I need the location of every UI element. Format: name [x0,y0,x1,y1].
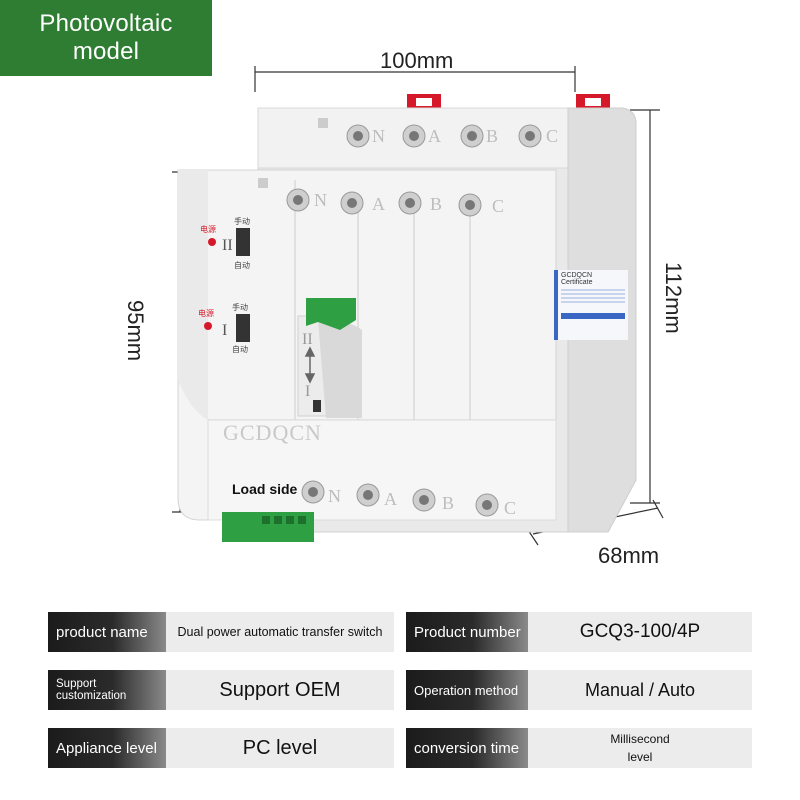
spec-value: GCQ3-100/4P [528,612,752,652]
front-height-dimension: 95mm [123,300,148,362]
depth-dimension: 68mm [598,543,660,568]
svg-text:N: N [328,486,341,506]
svg-text:N: N [314,190,327,210]
spec-label: Support customization [48,670,166,710]
width-dimension: 100mm [380,48,454,73]
front-terminal-row [286,188,482,217]
model-badge: Photovoltaic model [0,0,212,76]
load-side-label: Load side [232,481,298,497]
indicator-upper [208,238,216,246]
spec-value: Manual / Auto [528,670,752,710]
device-brand: GCDQCN [223,420,322,445]
upper-terminal-row [346,124,542,148]
cert-header: GCDQCN [561,272,593,279]
svg-text:A: A [428,126,441,146]
cert-title: Certificate [561,279,593,286]
svg-text:电源: 电源 [200,224,216,234]
svg-text:手动: 手动 [234,216,250,226]
spec-value: Millisecond level [528,728,752,768]
spec-label: conversion time [406,728,528,768]
svg-text:I: I [305,383,310,400]
svg-text:C: C [546,126,558,146]
switch-lower [236,314,250,342]
svg-text:II: II [302,331,313,348]
svg-text:C: C [492,196,504,216]
total-height-dimension: 112mm [661,262,686,334]
spec-value: Dual power automatic transfer switch [166,612,394,652]
svg-text:电源: 电源 [198,308,214,318]
spec-value: PC level [166,728,394,768]
switch-upper [236,228,250,256]
svg-text:A: A [384,489,397,509]
green-handle [306,298,356,330]
svg-text:II: II [222,237,233,254]
spec-label: Appliance level [48,728,166,768]
spec-label: Product number [406,612,528,652]
svg-text:A: A [372,194,385,214]
badge-line-2: model [72,38,140,65]
svg-text:B: B [430,194,442,214]
svg-text:I: I [222,322,227,339]
indicator-lower [204,322,212,330]
spec-value: Support OEM [166,670,394,710]
svg-text:自动: 自动 [234,260,250,270]
svg-text:自动: 自动 [232,344,248,354]
svg-text:手动: 手动 [232,302,248,312]
svg-text:B: B [486,126,498,146]
spec-label: product name [48,612,166,652]
svg-text:N: N [372,126,385,146]
badge-line-1: Photovoltaic [39,10,173,37]
svg-text:C: C [504,498,516,518]
svg-text:B: B [442,493,454,513]
spec-label: Operation method [406,670,528,710]
bottom-terminal-row [301,480,499,517]
certificate-label: GCDQCN Certificate [554,270,628,340]
